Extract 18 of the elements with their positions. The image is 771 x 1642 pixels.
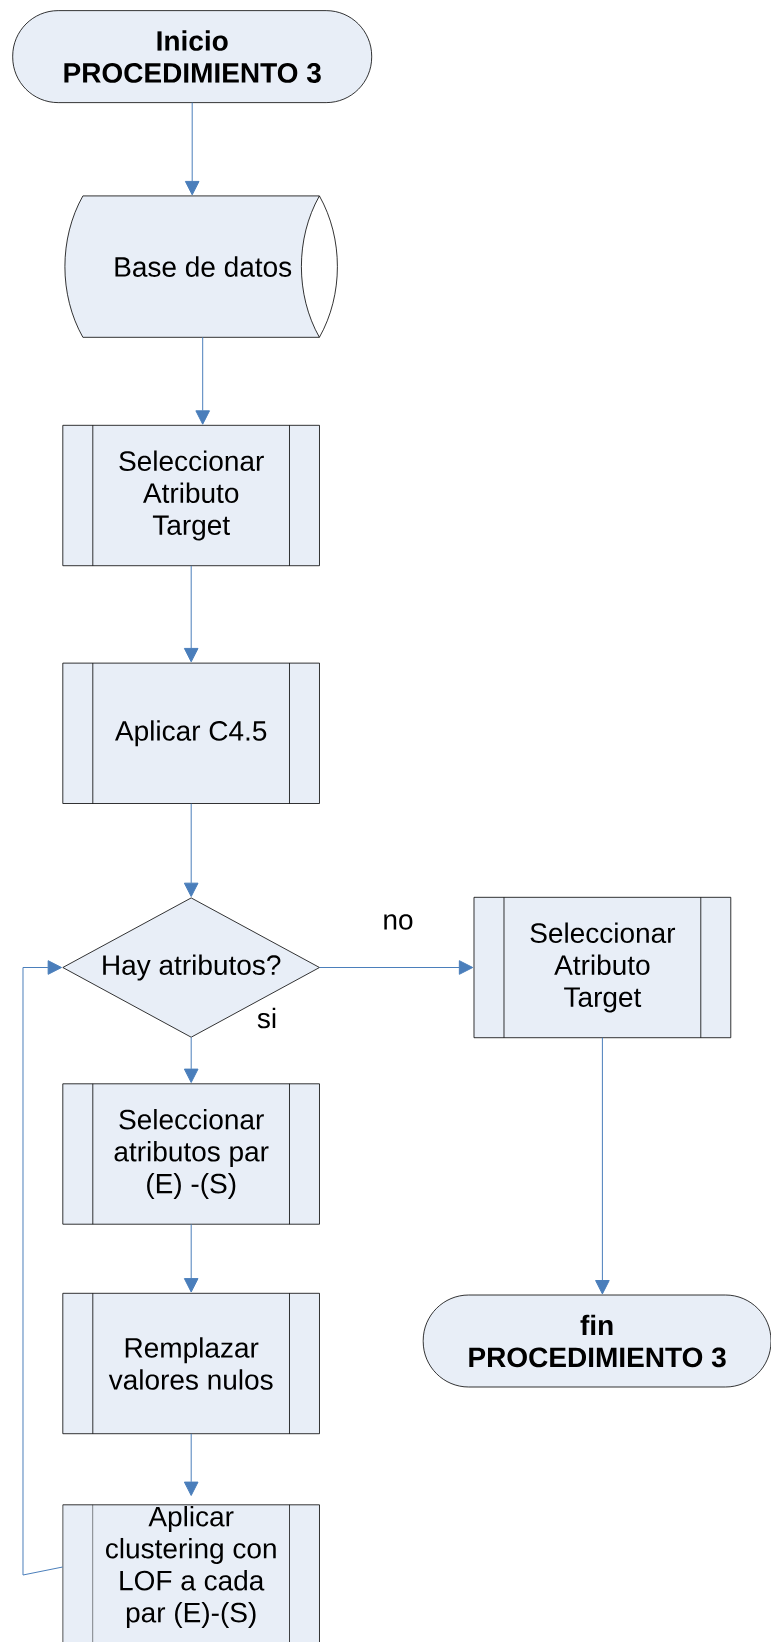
edge-label: si [257,1007,276,1029]
process-box: Aplicar clustering con LOF a cada par (E)-(S) [62,1504,320,1642]
arrow [22,960,64,1576]
process-box: Aplicar C4.5 [62,662,320,804]
arrow [595,1037,610,1295]
arrow [183,1036,199,1083]
arrow [195,336,210,425]
arrow [183,1223,199,1293]
process-box: Seleccionar atributos par (E) -(S) [62,1083,320,1225]
arrow [319,960,474,975]
process-box: Seleccionar Atributo Target [62,424,320,567]
process-box: Seleccionar Atributo Target [473,896,732,1039]
process-box: Remplazar valores nulos [62,1292,320,1435]
arrow [183,1433,199,1496]
arrow [184,102,200,196]
arrow [183,565,199,663]
edge-label: no [384,914,413,930]
arrow [183,803,199,898]
